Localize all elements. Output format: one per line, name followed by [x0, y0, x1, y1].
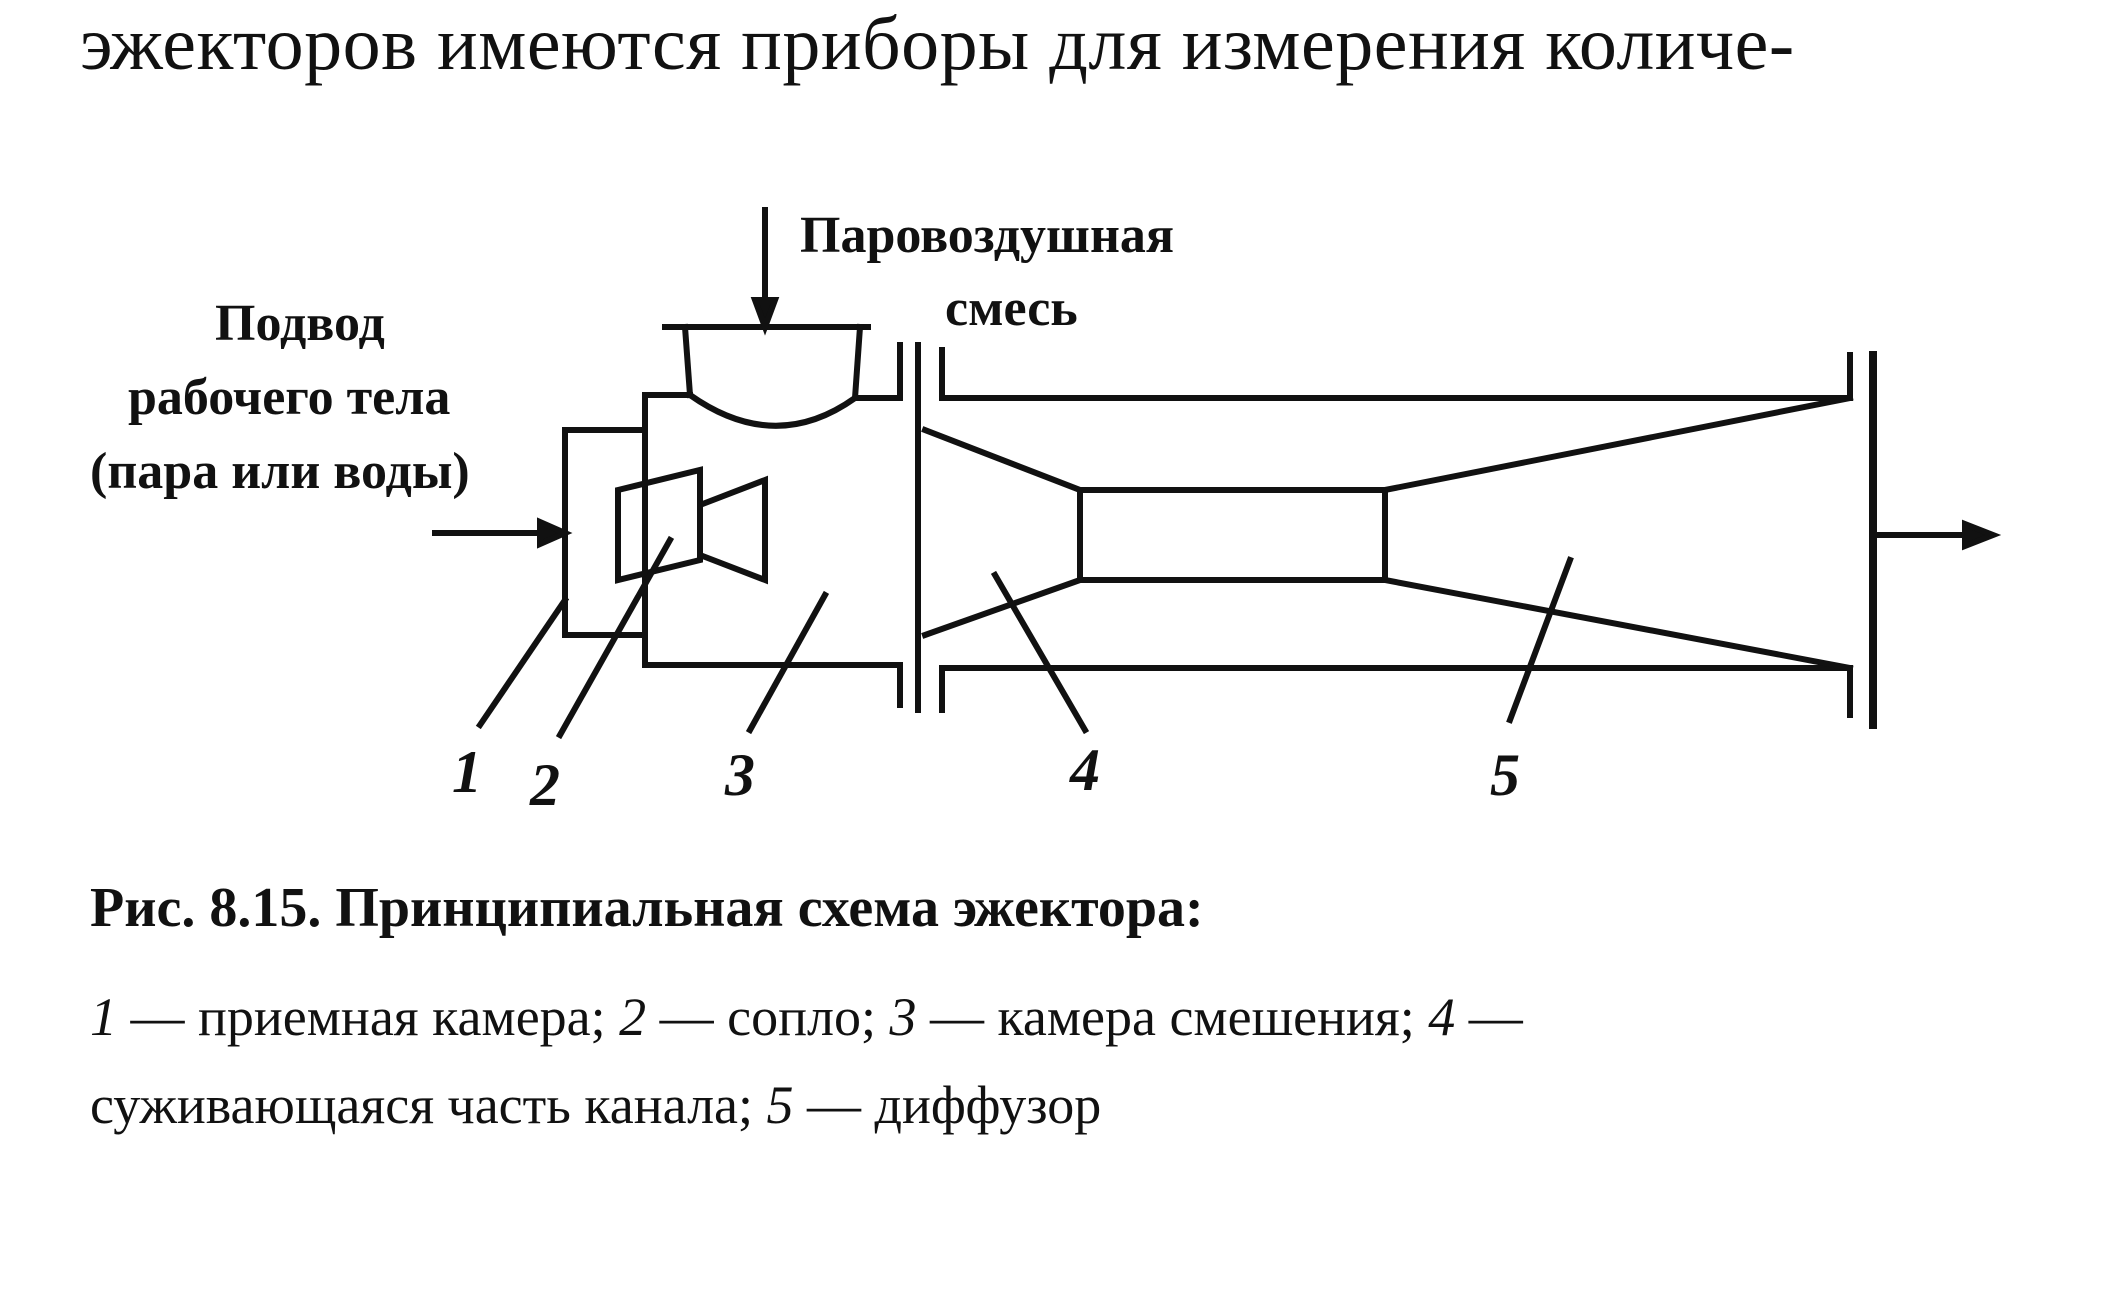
nozzle-inlet: [615, 466, 703, 584]
leader-2: [555, 535, 675, 740]
supply-label-line1: Подвод: [215, 295, 385, 352]
part-number-3: 3: [725, 742, 755, 808]
part-number-5: 5: [1490, 742, 1520, 808]
legend-num-4: 4: [1428, 987, 1456, 1047]
casing-bottom: [939, 665, 1853, 718]
leader-4: [990, 570, 1090, 735]
part-number-2: 2: [530, 752, 560, 818]
part-number-4: 4: [1070, 737, 1100, 803]
legend-num-2: 2: [619, 987, 647, 1047]
legend-text-5: — диффузор: [793, 1075, 1102, 1135]
mixing-chamber-outline: [642, 392, 903, 708]
figure-legend-line1: 1 — приемная камера; 2 — сопло; 3 — каме…: [90, 990, 1523, 1044]
leader-1: [475, 595, 570, 730]
supply-label-line3: (пара или воды): [90, 443, 470, 500]
hood-right: [851, 323, 903, 401]
nozzle-outlet: [697, 475, 768, 585]
figure-legend-line2: суживающаяся часть канала; 5 — диффузор: [90, 1078, 1101, 1132]
figure-caption-title: Рис. 8.15. Принципиальная схема эжектора…: [90, 877, 1204, 939]
legend-text-3: — камера смешения;: [916, 987, 1429, 1047]
legend-num-1: 1: [90, 987, 117, 1047]
outlet-arrow-head: [1962, 519, 2002, 551]
steam-arrow-head: [750, 297, 780, 336]
supply-label-line2: рабочего тела: [128, 369, 451, 426]
converging-bottom: [921, 576, 1084, 639]
casing-top: [939, 347, 1853, 401]
hood-curve: [685, 390, 860, 429]
steam-air-mix-label-line1: Паровоздушная: [800, 207, 1175, 264]
hood-left: [681, 323, 694, 399]
page-top-text: эжекторов имеются приборы для измерения …: [80, 2, 1795, 86]
steam-air-mix-label-line2: смесь: [945, 280, 1078, 337]
part-number-1: 1: [452, 739, 482, 805]
leader-5: [1506, 556, 1574, 724]
legend-num-5: 5: [766, 1075, 794, 1135]
legend-text-2: — сопло;: [646, 987, 890, 1047]
legend-num-3: 3: [889, 987, 917, 1047]
converging-top: [921, 426, 1084, 494]
legend-text-4b: суживающаяся часть канала;: [90, 1075, 767, 1135]
leader-3: [745, 590, 830, 735]
throat: [1077, 487, 1388, 583]
diffuser-bottom: [1381, 576, 1854, 672]
diffuser-top: [1381, 394, 1854, 494]
legend-text-1: — приемная камера;: [117, 987, 620, 1047]
legend-text-4: —: [1455, 987, 1523, 1047]
supply-arrow-head: [537, 517, 573, 549]
